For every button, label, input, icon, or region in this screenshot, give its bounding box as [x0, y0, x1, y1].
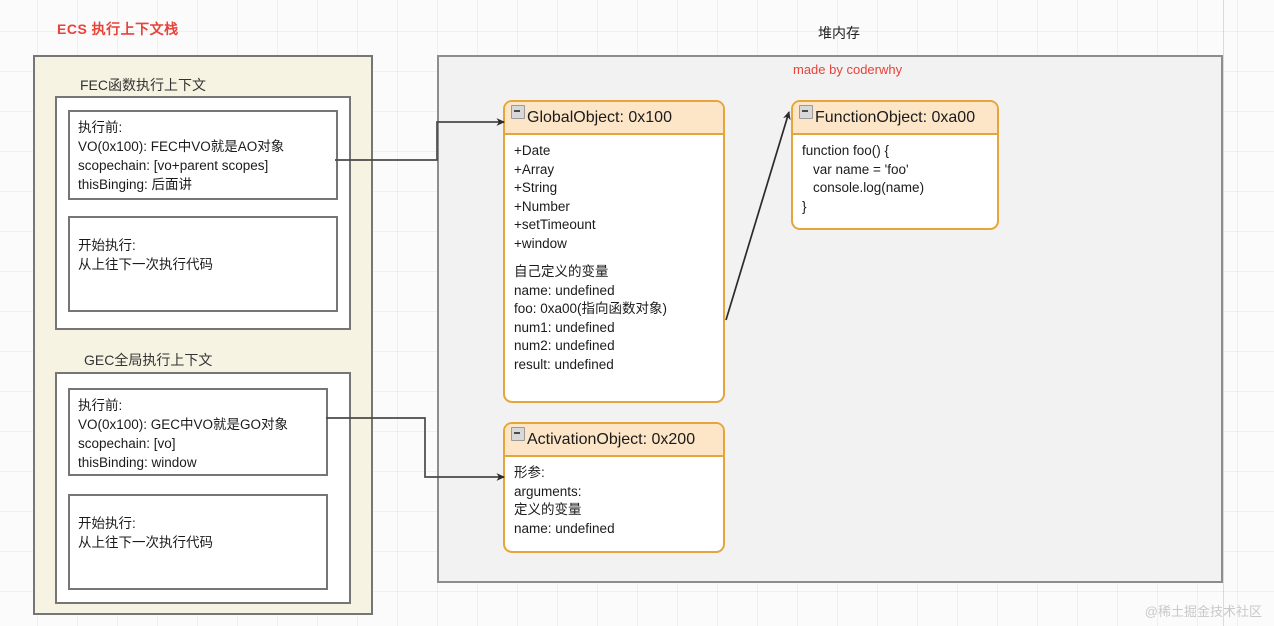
collapse-minus-icon[interactable]	[511, 105, 525, 119]
gec-context-label: GEC全局执行上下文	[84, 352, 213, 368]
gec-pre-line-1: 执行前:	[78, 398, 123, 413]
global-object-line-6: +window	[514, 235, 567, 251]
activation-object-line-2: arguments:	[514, 483, 582, 499]
function-object-body: function foo() { var name = 'foo' consol…	[793, 135, 997, 222]
fec-run-line-1: 开始执行:	[78, 238, 136, 253]
activation-object-line-1: 形参:	[514, 465, 545, 480]
activation-object-body: 形参: arguments: 定义的变量 name: undefined	[505, 457, 723, 544]
activation-object-title: ActivationObject: 0x200	[527, 430, 696, 448]
gec-pre-line-3: scopechain: [vo]	[78, 436, 176, 451]
ecs-stack-title: ECS 执行上下文栈	[57, 21, 179, 37]
global-object-card[interactable]: GlobalObject: 0x100 +Date +Array +String…	[503, 100, 725, 403]
gec-pre-line-4: thisBinding: window	[78, 455, 197, 470]
global-object-line-1: +Date	[514, 143, 551, 158]
global-object-var-num2: num2: undefined	[514, 338, 615, 353]
collapse-minus-icon[interactable]	[511, 427, 525, 441]
collapse-minus-icon[interactable]	[799, 105, 813, 119]
gec-start-execution-box: 开始执行: 从上往下一次执行代码	[68, 494, 328, 590]
function-object-line-3: console.log(name)	[813, 180, 925, 195]
gec-pre-line-2: VO(0x100): GEC中VO就是GO对象	[78, 417, 289, 432]
global-object-line-5: +setTimeount	[514, 217, 596, 232]
fec-start-execution-box: 开始执行: 从上往下一次执行代码	[68, 216, 338, 312]
activation-object-line-3: 定义的变量	[514, 502, 582, 517]
heap-credit: made by coderwhy	[793, 62, 903, 77]
fec-pre-line-3: scopechain: [vo+parent scopes]	[78, 158, 269, 173]
activation-object-line-4: name: undefined	[514, 520, 615, 536]
global-object-body: +Date +Array +String +Number +setTimeoun…	[505, 135, 723, 380]
global-object-spacer	[514, 253, 723, 263]
global-object-var-num1: num1: undefined	[514, 319, 615, 335]
gec-run-line-2: 从上往下一次执行代码	[78, 535, 213, 550]
fec-pre-line-1: 执行前:	[78, 120, 123, 135]
function-object-line-2: var name = 'foo'	[813, 161, 909, 177]
fec-context-label: FEC函数执行上下文	[80, 77, 206, 93]
function-object-header[interactable]: FunctionObject: 0xa00	[793, 102, 997, 135]
function-object-line-1: function foo() {	[802, 143, 890, 158]
gec-before-execution-box: 执行前: VO(0x100): GEC中VO就是GO对象 scopechain:…	[68, 388, 328, 476]
vertical-rule	[1223, 0, 1224, 626]
fec-pre-line-2: VO(0x100): FEC中VO就是AO对象	[78, 139, 285, 154]
heap-title: 堆内存	[818, 25, 860, 41]
watermark: @稀土掘金技术社区	[1144, 604, 1262, 619]
global-object-var-name: name: undefined	[514, 282, 615, 298]
global-object-title: GlobalObject: 0x100	[527, 108, 672, 126]
fec-pre-line-4: thisBinging: 后面讲	[78, 177, 193, 192]
global-object-var-foo: foo: 0xa00(指向函数对象)	[514, 301, 668, 316]
function-object-line-4: }	[802, 198, 807, 214]
global-object-custom-vars-label: 自己定义的变量	[514, 264, 609, 279]
function-object-title: FunctionObject: 0xa00	[815, 108, 976, 126]
function-object-card[interactable]: FunctionObject: 0xa00 function foo() { v…	[791, 100, 999, 230]
global-object-header[interactable]: GlobalObject: 0x100	[505, 102, 723, 135]
gec-run-line-1: 开始执行:	[78, 516, 136, 531]
global-object-line-3: +String	[514, 180, 558, 195]
global-object-line-4: +Number	[514, 198, 570, 214]
fec-run-line-2: 从上往下一次执行代码	[78, 257, 213, 272]
global-object-line-2: +Array	[514, 161, 555, 177]
global-object-var-result: result: undefined	[514, 356, 614, 372]
activation-object-card[interactable]: ActivationObject: 0x200 形参: arguments: 定…	[503, 422, 725, 553]
fec-before-execution-box: 执行前: VO(0x100): FEC中VO就是AO对象 scopechain:…	[68, 110, 338, 200]
activation-object-header[interactable]: ActivationObject: 0x200	[505, 424, 723, 457]
